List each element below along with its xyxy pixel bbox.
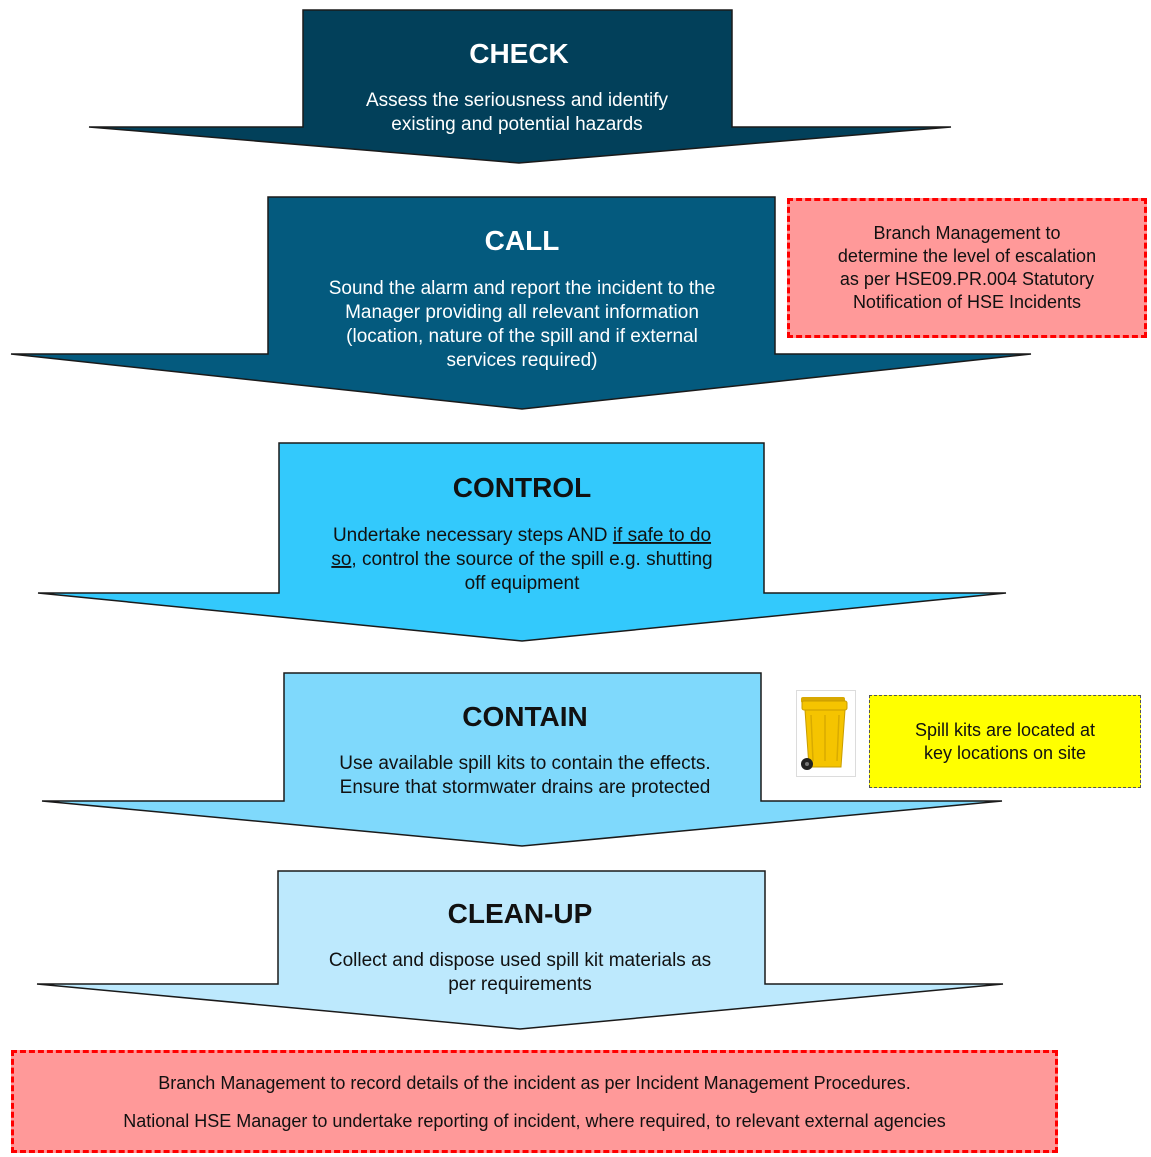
- step-check-body-line-2: existing and potential hazards: [391, 114, 642, 135]
- wheelie-bin-drawing: [801, 697, 848, 770]
- step-control-safety-condition-end: so: [331, 549, 351, 570]
- step-check-arrow: [88, 9, 952, 164]
- step-control-arrow: [37, 442, 1007, 642]
- step-check-title: CHECK: [469, 38, 569, 69]
- step-call-body-line-4: services required): [447, 350, 598, 371]
- wheelie-bin-icon: [796, 690, 856, 777]
- escalation-note: Branch Management to determine the level…: [787, 198, 1147, 338]
- step-clean-up-title: CLEAN-UP: [448, 898, 593, 929]
- step-control-body-line-1: Undertake necessary steps AND if safe to…: [333, 525, 711, 546]
- spill-kits-note-line-2: key locations on site: [923, 742, 1087, 763]
- step-contain-title: CONTAIN: [462, 701, 587, 732]
- escalation-note-line-1: Branch Management to: [873, 223, 1061, 243]
- incident-recording-note-line-2: National HSE Manager to undertake report…: [123, 1110, 946, 1131]
- bin-ridge-3: [836, 714, 840, 762]
- spill-kits-note: Spill kits are located at key locations …: [869, 695, 1141, 788]
- step-clean-up-body-line-1: Collect and dispose used spill kit mater…: [329, 950, 711, 971]
- step-control-body-line-2-plain: , control the source of the spill e.g. s…: [351, 549, 712, 570]
- step-control-safety-condition: if safe to do: [613, 525, 711, 546]
- escalation-note-line-4: Notification of HSE Incidents: [852, 292, 1082, 312]
- step-contain: CONTAIN Use available spill kits to cont…: [41, 672, 1003, 847]
- step-contain-body-line-1: Use available spill kits to contain the …: [339, 753, 710, 774]
- bin-wheel-hub: [805, 762, 809, 766]
- escalation-note-line-2: determine the level of escalation: [837, 246, 1097, 266]
- step-call-body-line-2: Manager providing all relevant informati…: [345, 302, 699, 323]
- step-control-body-line-1-plain: Undertake necessary steps AND: [333, 525, 613, 546]
- step-control-title: CONTROL: [453, 472, 591, 503]
- step-call-title: CALL: [485, 225, 560, 256]
- step-clean-up-arrow: [36, 870, 1004, 1030]
- step-call-body-line-3: (location, nature of the spill and if ex…: [346, 326, 698, 347]
- step-control-body-line-2: so, control the source of the spill e.g.…: [331, 549, 712, 570]
- spill-kits-note-line-1: Spill kits are located at: [914, 719, 1096, 740]
- step-clean-up: CLEAN-UP Collect and dispose used spill …: [36, 870, 1004, 1030]
- bin-lid: [801, 700, 848, 711]
- step-control: CONTROL Undertake necessary steps AND if…: [37, 442, 1007, 642]
- step-call-arrow: [10, 196, 1032, 410]
- step-control-body-line-3: off equipment: [465, 573, 581, 594]
- step-contain-arrow: [41, 672, 1003, 847]
- incident-recording-note: Branch Management to record details of t…: [11, 1050, 1058, 1153]
- step-call-body-line-1: Sound the alarm and report the incident …: [329, 278, 716, 299]
- step-check-body-line-1: Assess the seriousness and identify: [366, 90, 669, 111]
- step-contain-body-line-2: Ensure that stormwater drains are protec…: [340, 777, 711, 798]
- escalation-note-line-3: as per HSE09.PR.004 Statutory: [839, 269, 1095, 289]
- step-check: CHECK Assess the seriousness and identif…: [88, 9, 952, 164]
- step-call: CALL Sound the alarm and report the inci…: [10, 196, 1032, 410]
- step-clean-up-body-line-2: per requirements: [448, 974, 592, 995]
- incident-recording-note-line-1: Branch Management to record details of t…: [158, 1072, 911, 1093]
- bin-ridge-1: [810, 714, 814, 762]
